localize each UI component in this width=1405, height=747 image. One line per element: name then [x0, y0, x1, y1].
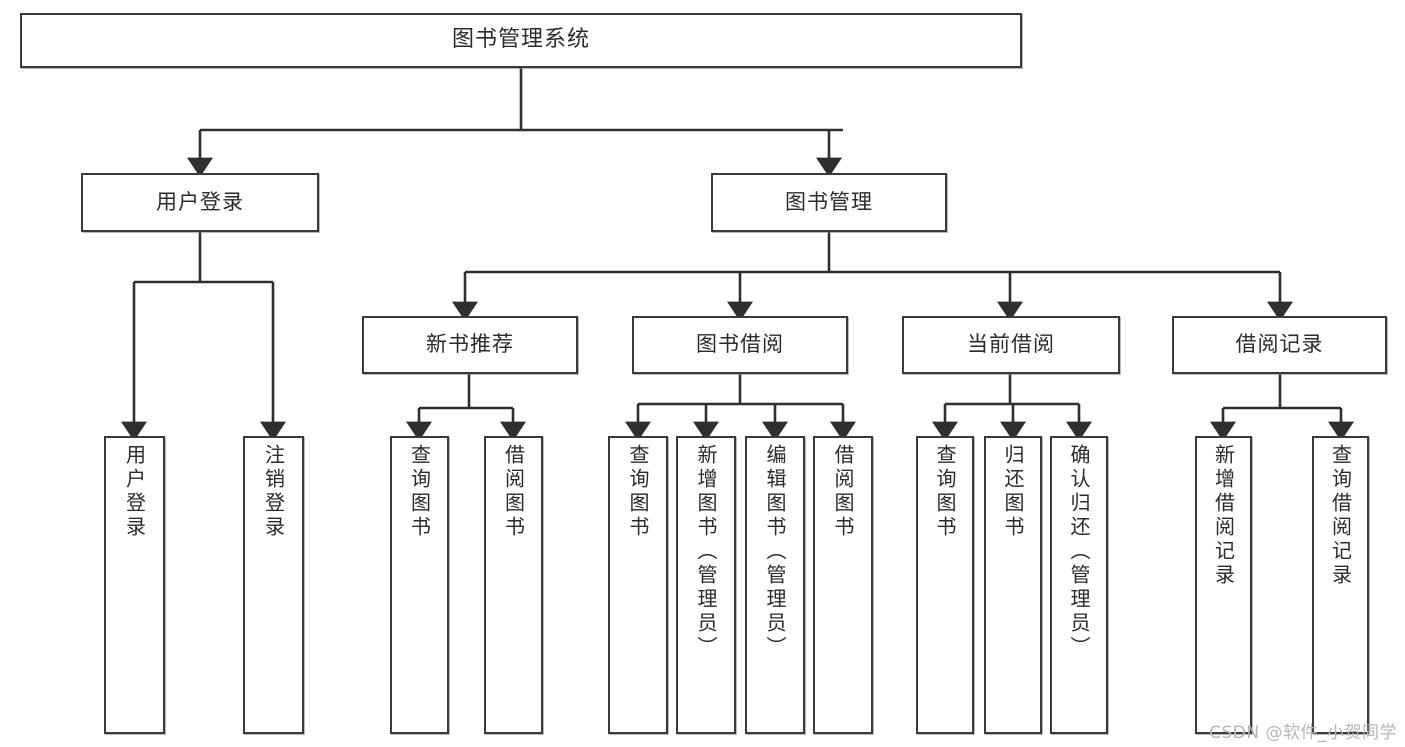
- node-leaf-confirm-return-label: 确认归还（管理员）: [1067, 444, 1091, 660]
- node-leaf-borrow-book[interactable]: 借阅图书: [813, 436, 873, 734]
- node-leaf-logout-login[interactable]: 注销登录: [243, 436, 304, 734]
- node-leaf-add-record[interactable]: 新增借阅记录: [1195, 436, 1252, 734]
- node-leaf-query-book-rec[interactable]: 查询图书: [390, 436, 449, 734]
- node-user-login[interactable]: 用户登录: [81, 173, 319, 232]
- node-leaf-confirm-return[interactable]: 确认归还（管理员）: [1050, 436, 1108, 734]
- node-book-borrow-label: 图书借阅: [696, 332, 784, 357]
- node-leaf-logout-login-label: 注销登录: [261, 444, 286, 540]
- node-leaf-user-login[interactable]: 用户登录: [104, 436, 165, 734]
- node-current-borrow[interactable]: 当前借阅: [902, 316, 1120, 374]
- node-book-borrow[interactable]: 图书借阅: [632, 316, 848, 374]
- node-leaf-return-book-label: 归还图书: [1001, 444, 1025, 540]
- node-leaf-edit-book[interactable]: 编辑图书（管理员）: [745, 436, 805, 734]
- node-root-label: 图书管理系统: [451, 27, 590, 53]
- node-leaf-query-record-label: 查询借阅记录: [1328, 444, 1353, 588]
- node-current-borrow-label: 当前借阅: [967, 332, 1055, 357]
- node-leaf-borrow-book-rec-label: 借阅图书: [501, 444, 526, 540]
- node-leaf-add-book[interactable]: 新增图书（管理员）: [676, 436, 736, 734]
- node-leaf-query-record[interactable]: 查询借阅记录: [1312, 436, 1369, 734]
- node-leaf-query-book-borrow[interactable]: 查询图书: [608, 436, 668, 734]
- node-leaf-edit-book-label: 编辑图书（管理员）: [763, 444, 787, 660]
- node-root[interactable]: 图书管理系统: [20, 13, 1022, 68]
- node-book-manage[interactable]: 图书管理: [711, 173, 947, 232]
- node-leaf-user-login-label: 用户登录: [122, 444, 147, 540]
- watermark: CSDN @软件_小贺同学: [1209, 723, 1397, 743]
- node-new-book-rec[interactable]: 新书推荐: [362, 316, 578, 374]
- node-leaf-borrow-book-rec[interactable]: 借阅图书: [484, 436, 543, 734]
- node-leaf-query-book-current[interactable]: 查询图书: [916, 436, 974, 734]
- node-leaf-query-book-current-label: 查询图书: [933, 444, 957, 540]
- node-new-book-rec-label: 新书推荐: [426, 332, 514, 357]
- node-leaf-query-book-borrow-label: 查询图书: [626, 444, 650, 540]
- node-book-manage-label: 图书管理: [785, 189, 873, 214]
- node-leaf-return-book[interactable]: 归还图书: [984, 436, 1042, 734]
- node-leaf-query-book-rec-label: 查询图书: [407, 444, 432, 540]
- node-leaf-add-record-label: 新增借阅记录: [1211, 444, 1236, 588]
- node-borrow-record[interactable]: 借阅记录: [1172, 316, 1387, 374]
- node-leaf-add-book-label: 新增图书（管理员）: [694, 444, 718, 660]
- node-user-login-label: 用户登录: [156, 189, 244, 214]
- node-borrow-record-label: 借阅记录: [1235, 332, 1324, 357]
- node-leaf-borrow-book-label: 借阅图书: [831, 444, 855, 540]
